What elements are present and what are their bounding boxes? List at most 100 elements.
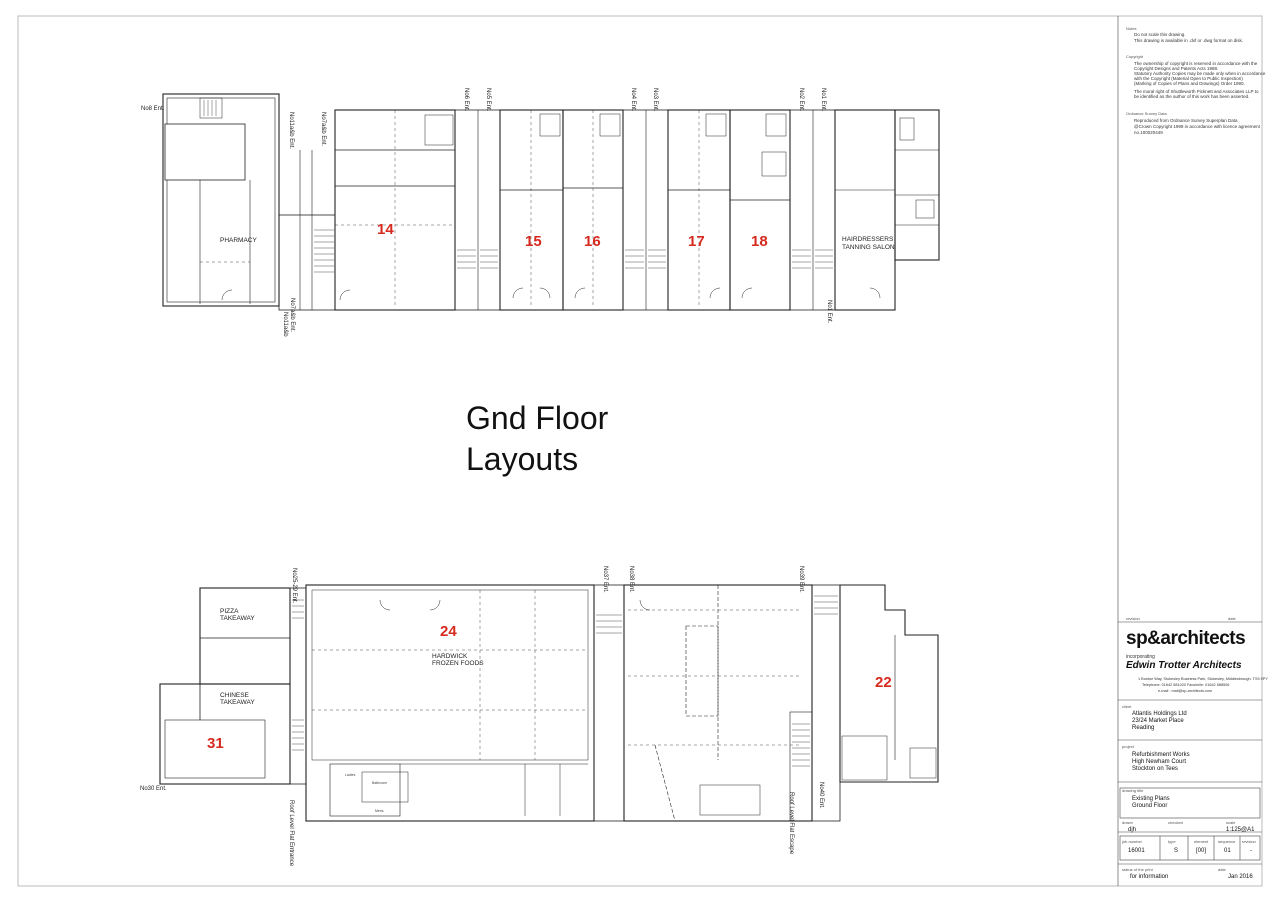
room-tanning: TANNING SALON (842, 244, 895, 251)
room-chinese-1: CHINESE (220, 692, 250, 699)
entrance-labels: No8 Ent. No11a&b Ent. No7a&b Ent. No6 En… (140, 88, 832, 867)
revision-label: revision (1126, 616, 1140, 621)
unit-label-14: 14 (377, 221, 394, 238)
ent-no8: No8 Ent. (141, 106, 165, 112)
firm-logo: sp&architects (1126, 628, 1246, 649)
revision-value: - (1250, 848, 1252, 854)
job-label: job number (1122, 839, 1143, 844)
ent-no30: No30 Ent. (140, 786, 167, 792)
drawing-title-2: Ground Floor (1132, 803, 1168, 809)
checked-label: checked (1168, 820, 1183, 825)
type-value: S (1174, 848, 1179, 854)
ent-no4: No4 Ent. (630, 88, 636, 112)
ent-no7ab-top: No7a&b Ent. (320, 112, 326, 146)
copyright-3: Statutory Authority Copies may be made o… (1134, 71, 1266, 76)
room-mens: Mens (375, 809, 384, 813)
room-ladies: Ladies (345, 773, 356, 777)
survey-1: Reproduced from Ordnance Survey Superpla… (1134, 118, 1238, 123)
unit-label-31: 31 (207, 735, 224, 752)
sequence-label: sequence (1218, 839, 1236, 844)
unit-numbers: 14 15 16 17 18 24 31 22 (207, 221, 892, 752)
ent-no25-29: No25-29 Ent. (291, 568, 297, 604)
unit-label-22: 22 (875, 674, 892, 691)
project-3: Stockton on Tees (1132, 766, 1178, 772)
survey-2: @Crown Copyright 1999 in accordance with… (1134, 124, 1260, 129)
status-label: status of the print (1122, 867, 1153, 872)
bottom-floor-plan (159, 584, 939, 822)
copyright-2: Copyright Designs and Patents Acts 1988. (1134, 66, 1219, 71)
ent-no11ab: No11a&b Ent. (288, 112, 294, 149)
copyright-7: be identified as the author of this work… (1134, 94, 1250, 99)
unit-label-15: 15 (525, 233, 542, 250)
ent-no11ab-bot: No11a&b (282, 312, 288, 337)
copyright-5: (Marking of Copies of Plans and Drawings… (1134, 81, 1245, 86)
room-hardwick-2: FROZEN FOODS (432, 660, 484, 667)
drawn-label: drawn (1122, 820, 1133, 825)
drawn-value: djh (1128, 827, 1137, 833)
project-2: High Newham Court (1132, 759, 1187, 765)
date-label: date (1228, 616, 1236, 621)
room-chinese-2: TAKEAWAY (220, 699, 255, 706)
job-value: 16001 (1128, 848, 1145, 854)
client-1: Atlantis Holdings Ltd (1132, 711, 1187, 717)
project-1: Refurbishment Works (1132, 752, 1190, 758)
element-label: element (1194, 839, 1209, 844)
firm-name: Edwin Trotter Architects (1126, 660, 1242, 671)
copyright-4: with the Copyright (Material Open to Pub… (1134, 76, 1243, 81)
notes-1: Do not scale this drawing. (1134, 32, 1186, 37)
notes-label: Notes (1126, 26, 1137, 31)
title-block: Notes Do not scale this drawing. This dr… (1118, 18, 1268, 888)
ent-roof-flat-entrance: Roof Level Flat Entrance (288, 800, 294, 867)
date-value: Jan 2016 (1228, 874, 1253, 880)
ent-no38: No38 Ent. (628, 566, 634, 593)
survey-3: no.100020449 (1134, 130, 1163, 135)
notes-2: This drawing is available in .dxf or .dw… (1134, 38, 1244, 43)
title-block-frame (1117, 16, 1262, 886)
sheet-border (17, 15, 1263, 887)
status-value: for information (1130, 874, 1169, 880)
room-pizza-2: TAKEAWAY (220, 615, 255, 622)
ent-no1-bot: No1 Ent. (826, 300, 832, 324)
client-3: Reading (1132, 725, 1155, 731)
unit-label-16: 16 (584, 233, 601, 250)
firm-email: e-mail : mail@sp-architects.com (1158, 689, 1213, 693)
ent-no5: No5 Ent. (485, 88, 491, 112)
room-hairdressers: HAIRDRESSERS (842, 236, 894, 243)
scale-label: scale (1226, 820, 1236, 825)
client-2: 23/24 Market Place (1132, 718, 1184, 724)
unit-label-24: 24 (440, 623, 457, 640)
top-floor-plan (162, 93, 940, 311)
unit-label-18: 18 (751, 233, 768, 250)
drawing-heading-line2: Layouts (466, 441, 579, 477)
ent-no2: No2 Ent. (798, 88, 804, 112)
ent-no7ab-bot: No7a&b Ent. (289, 298, 295, 332)
copyright-6: The moral right of Shuttleworth Picknett… (1134, 89, 1259, 94)
room-labels: PHARMACY HAIRDRESSERS TANNING SALON PIZZ… (220, 236, 895, 813)
drawing-title-label: drawing title (1122, 788, 1144, 793)
ent-no6: No6 Ent. (463, 88, 469, 112)
client-label: client (1122, 704, 1132, 709)
scale-value: 1:125@A1 (1226, 827, 1255, 833)
room-pizza-1: PIZZA (220, 608, 239, 615)
drawing-title-1: Existing Plans (1132, 796, 1170, 802)
element-value: [00] (1196, 848, 1207, 854)
room-pharmacy: PHARMACY (220, 237, 258, 244)
ent-no40: No40 Ent. (818, 782, 824, 809)
ent-no3: No3 Ent. (652, 88, 658, 112)
firm-address: 1 Bunton Way, Stokesley Business Park, S… (1138, 677, 1268, 681)
type-label: type (1168, 839, 1176, 844)
date-label-2: date (1218, 867, 1226, 872)
sequence-value: 01 (1224, 848, 1231, 854)
ent-no37: No37 Ent. (602, 566, 608, 593)
room-bathroom: Bathroom (372, 781, 387, 785)
copyright-1: The ownership of copyright is reserved i… (1134, 61, 1258, 66)
incorporating-label: incorporating (1126, 654, 1155, 660)
firm-tel: Telephone: 01642 581020 Facsimile: 01642… (1142, 683, 1230, 687)
copyright-label: Copyright (1126, 54, 1144, 59)
ent-roof-flat-escape: Roof Level Flat Escape (788, 792, 794, 855)
revision-label-2: revision (1242, 839, 1256, 844)
room-hardwick-1: HARDWICK (432, 653, 468, 660)
survey-label: Ordnance Survey Data (1126, 111, 1167, 116)
